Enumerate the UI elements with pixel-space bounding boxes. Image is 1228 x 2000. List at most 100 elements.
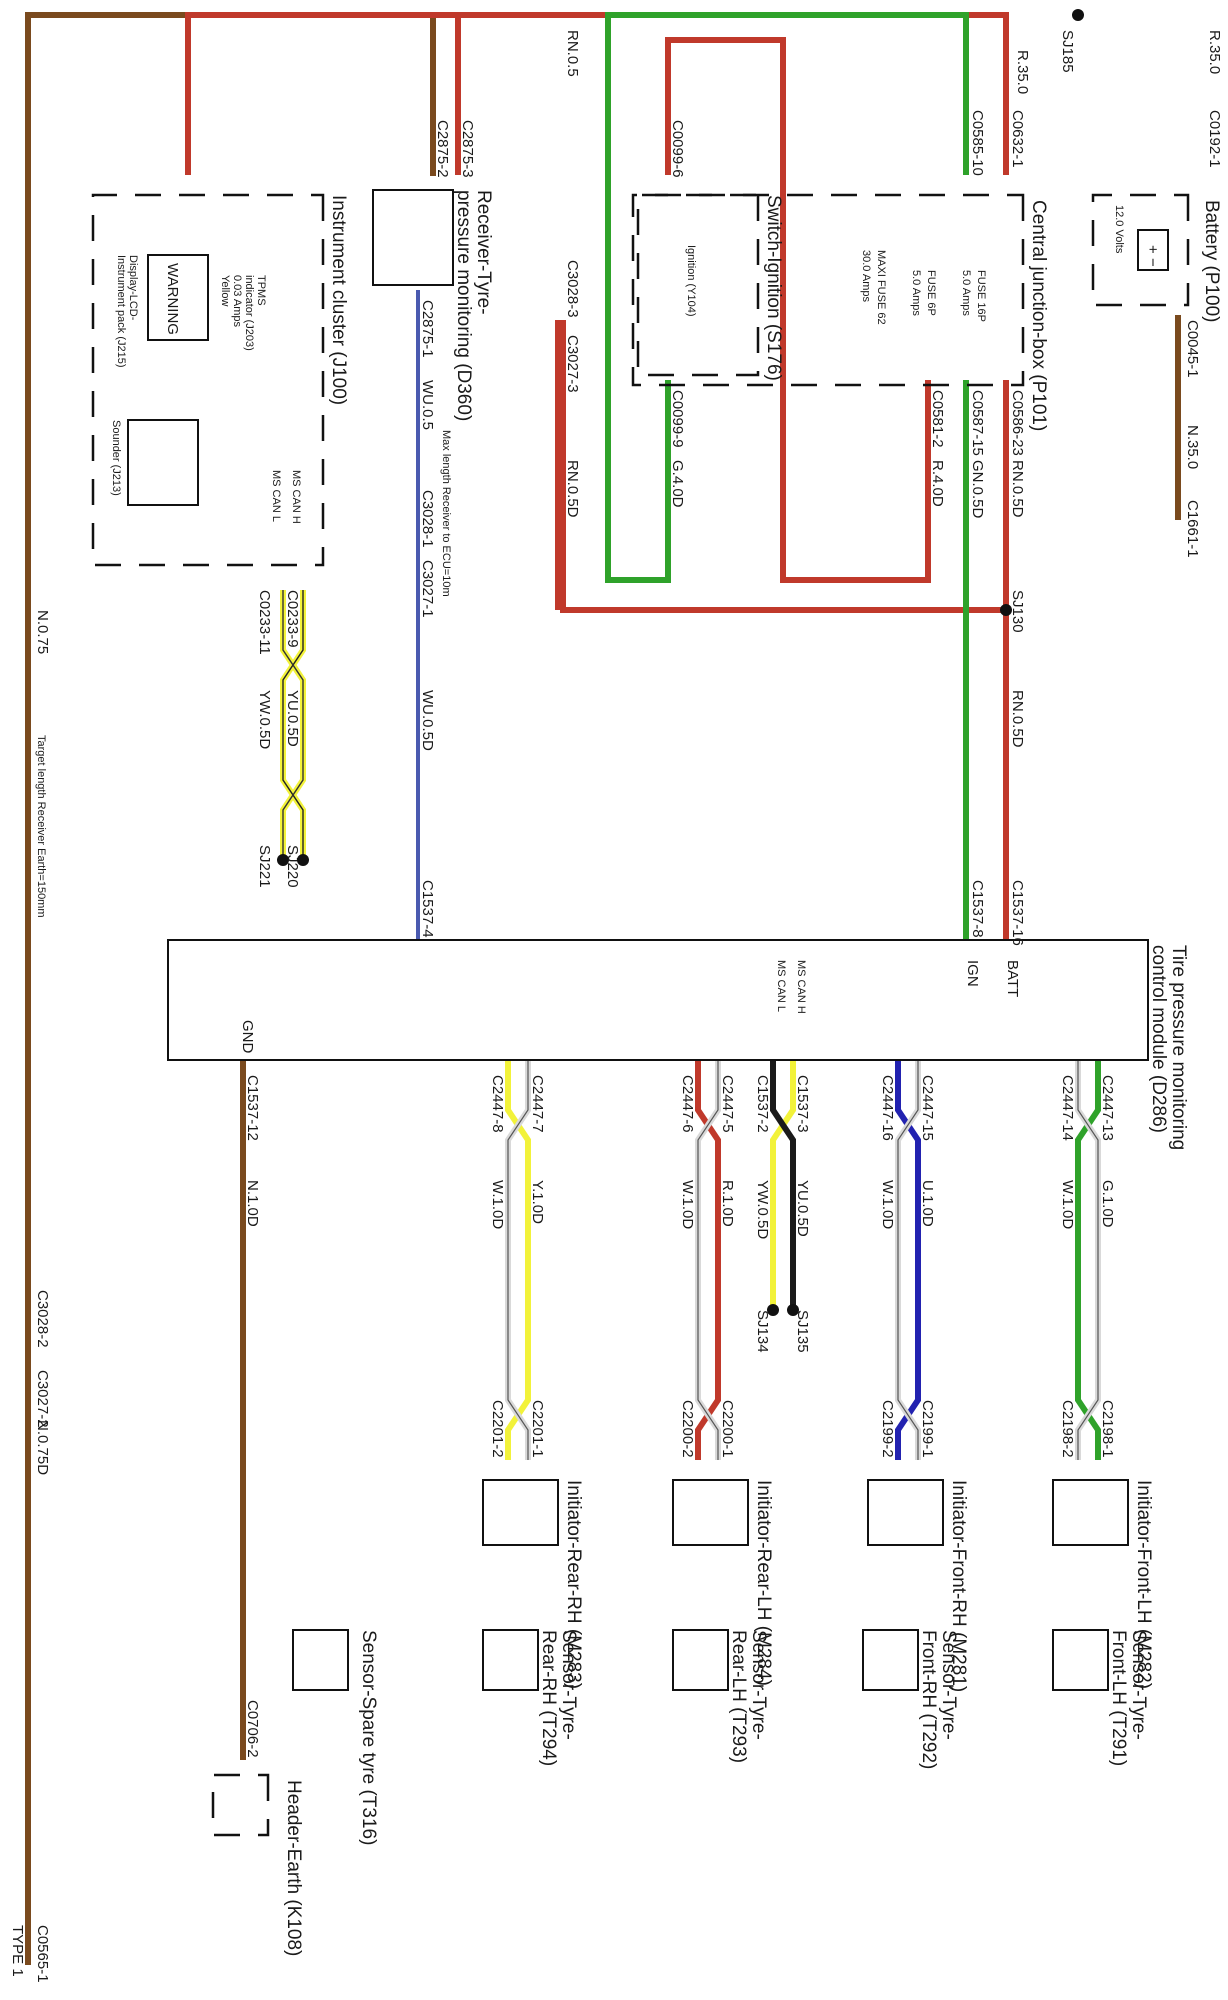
wire-label-wu05d: WU.0.5D [419,690,436,751]
wire-label-rn05: RN.0.5 [564,30,581,77]
battery-title: Battery (P100) [1201,200,1222,323]
init-rrh-box [482,1479,559,1546]
conn-c3028-2: C3028-2 [34,1290,51,1348]
sens-frh-l2: Front-RH (T292) [918,1630,939,1769]
init-flh-label: Initiator-Front-LH (M282) [1133,1480,1154,1689]
conn-c1537-2: C1537-2 [754,1075,771,1133]
wire-label-r35a: R.35.0 [1206,30,1223,74]
battery-pos: + [1144,245,1161,254]
init-flh-box [1052,1479,1129,1546]
wire-label-g10d: G.1.0D [1099,1180,1116,1228]
conn-c0192: C0192-1 [1206,110,1223,168]
wire-label-w10d-b: W.1.0D [879,1180,896,1229]
wire-gn05d [605,12,969,583]
sens-flh-box [1052,1629,1109,1691]
sens-flh-l2: Front-LH (T291) [1108,1630,1129,1766]
wire-r35 [185,12,1009,175]
wire-label-n35: N.35.0 [1184,425,1201,469]
lcd-l1: Display-LCD- [127,255,139,321]
wire-label-rn05d-b: RN.0.5D [1009,690,1026,748]
conn-c2198-1: C2198-1 [1099,1400,1116,1458]
sens-spare-box [292,1629,349,1691]
wire-r10d [695,1060,721,1460]
receiver-box [372,189,454,286]
sens-frh-box [862,1629,919,1691]
conn-c0706: C0706-2 [244,1700,261,1758]
conn-c3027-2: C3027-2 [34,1370,51,1428]
module-title2: control module (D286) [1148,945,1169,1133]
module-title1: Tire pressure monitoring [1168,945,1189,1150]
conn-c2201-2: C2201-2 [489,1400,506,1458]
note-target: Target length Receiver Earth=150mm [35,735,47,918]
conn-c2447-14: C2447-14 [1059,1075,1076,1141]
conn-c0586: C0586-23 [1009,390,1026,456]
battery-dashed-box [1091,193,1190,307]
conn-c0233-9: C0233-9 [284,590,301,648]
wire-y10d [505,1060,531,1460]
conn-c2198-2: C2198-2 [1059,1400,1076,1458]
conn-c0632: C0632-1 [1009,110,1026,168]
wire-label-g40d: G.4.0D [669,460,686,508]
splice-sj135 [787,1304,799,1316]
sens-rlh-l1: Sensor-Tyre- [748,1630,769,1740]
wire-label-wu05: WU.0.5 [419,380,436,430]
conn-c1537-3: C1537-3 [794,1075,811,1133]
sens-rrh-l2: Rear-RH (T294) [538,1630,559,1766]
cjb-title: Central junction-box (P101) [1028,200,1049,431]
wire-label-rn05d-a: RN.0.5D [1009,460,1026,518]
cjb-dashed-box [631,193,1025,387]
conn-c2447-6: C2447-6 [679,1075,696,1133]
wire-rn05d-mod [560,320,1006,613]
init-rrh-label: Initiator-Rear-RH (M283) [563,1480,584,1689]
conn-c2447-5: C2447-5 [719,1075,736,1133]
sens-spare-label: Sensor-Spare tyre (T316) [358,1630,379,1845]
conn-c1661: C1661-1 [1184,500,1201,558]
module-gnd: GND [239,1020,256,1054]
conn-c0233-11: C0233-11 [256,590,273,655]
battery-rating: 12.0 Volts [1113,205,1125,254]
sens-frh-l1: Sensor-Tyre- [938,1630,959,1740]
header-earth-box [211,1773,270,1837]
sens-rlh-l2: Rear-LH (T293) [728,1630,749,1763]
fuse6p-label: FUSE 6P [925,270,937,316]
conn-c2199-2: C2199-2 [879,1400,896,1458]
cluster-mscanh: MS CAN H [290,470,302,524]
conn-c2200-1: C2200-1 [719,1400,736,1458]
splice-sj134 [767,1304,779,1316]
wire-label-w10d-c: W.1.0D [679,1180,696,1229]
wire-yw05d-b [770,1060,796,1310]
sens-rrh-l1: Sensor-Tyre- [558,1630,579,1740]
fuse16p-label: FUSE 16P [975,270,987,322]
receiver-title2: pressure monitoring (D360) [453,190,474,421]
sens-flh-l1: Sensor-Tyre- [1128,1630,1149,1740]
conn-c3027-1: C3027-1 [419,560,436,618]
module-ign: IGN [964,960,981,987]
ignition-dashed-box [636,193,760,377]
conn-c3028-3: C3028-3 [564,260,581,318]
wire-label-r10d: R.1.0D [719,1180,736,1227]
conn-c2447-15: C2447-15 [919,1075,936,1141]
splice-sj185 [1072,9,1084,21]
splice-sj221 [297,854,309,866]
tpms-l4: Yellow [219,275,231,306]
conn-c2200-2: C2200-2 [679,1400,696,1458]
fuse6p-rating: 5.0 Amps [910,270,922,316]
conn-c0587: C0587-15 [969,390,986,456]
splice-sj130 [1000,604,1012,616]
sens-rrh-box [482,1629,539,1691]
wire-label-rn05d-c: RN.0.5D [564,460,581,518]
sounder-label: Sounder (J213) [110,420,122,496]
wire-g10d [1075,1060,1101,1460]
init-frh-label: Initiator-Front-RH (M281) [948,1480,969,1692]
splice-sj130-label: SJ130 [1009,590,1026,633]
init-rlh-box [672,1479,749,1546]
wire-label-n10d: N.1.0D [244,1180,261,1227]
conn-c0581: C0581-2 [929,390,946,448]
wire-rn05-top [455,12,558,175]
conn-c2447-8: C2447-8 [489,1075,506,1133]
wire-label-yw05d-a: YW.0.5D [256,690,273,749]
wire-label-r40d: R.4.0D [929,460,946,507]
wire-label-w10d-d: W.1.0D [489,1180,506,1229]
wire-label-w10d-a: W.1.0D [1059,1180,1076,1229]
